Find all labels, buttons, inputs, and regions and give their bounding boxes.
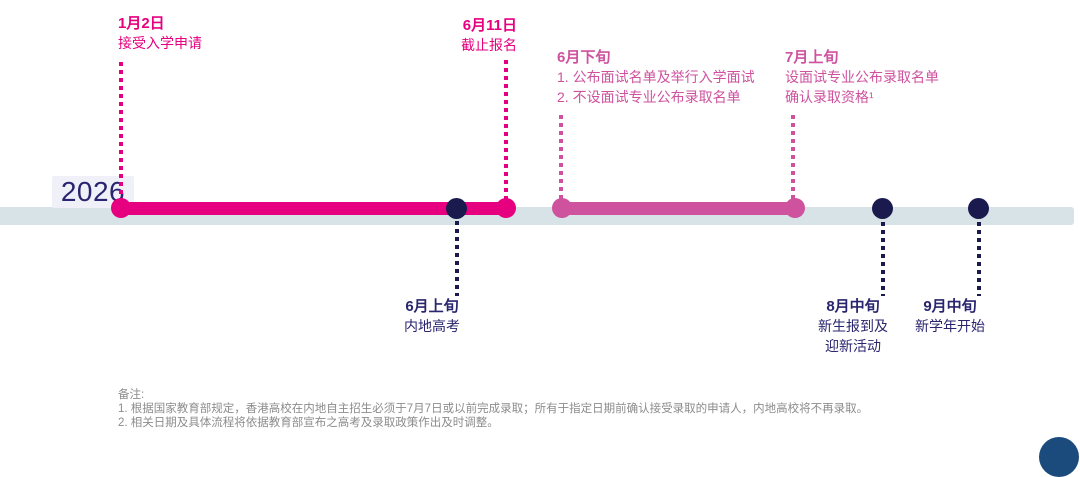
milestone-dot-mid-september xyxy=(968,198,989,219)
event-date: 7月上旬 xyxy=(785,49,839,66)
event-desc: 设面试专业公布录取名单 xyxy=(785,69,939,85)
connector-jan2 xyxy=(119,62,123,199)
footnotes-title: 备注: xyxy=(118,389,145,401)
connector-gaokao xyxy=(455,221,459,296)
connector-mid-august xyxy=(881,222,885,296)
event-desc: 内地高考 xyxy=(404,318,460,334)
connector-mid-september xyxy=(977,222,981,296)
event-label-mid-august: 8月中旬 新生报到及 迎新活动 xyxy=(800,296,906,356)
footnotes: 备注: 1. 根据国家教育部规定，香港高校在内地自主招生必须于7月7日或以前完成… xyxy=(118,388,868,430)
timeline-segment-application-period xyxy=(121,202,506,215)
event-desc: 接受入学申请 xyxy=(118,35,202,51)
event-desc: 截止报名 xyxy=(461,37,517,53)
event-date: 1月2日 xyxy=(118,15,165,32)
milestone-dot-jan2 xyxy=(111,198,131,218)
floating-action-button[interactable] xyxy=(1039,437,1079,477)
event-desc: 1. 公布面试名单及举行入学面试 xyxy=(557,69,755,85)
connector-late-june xyxy=(559,115,563,199)
milestone-dot-gaokao xyxy=(446,198,467,219)
event-desc: 迎新活动 xyxy=(825,337,881,354)
event-date: 6月上旬 xyxy=(405,298,459,315)
event-desc: 新生报到及 xyxy=(818,318,888,334)
event-desc: 2. 不设面试专业公布录取名单 xyxy=(557,88,741,105)
event-label-late-june: 6月下旬 1. 公布面试名单及举行入学面试 2. 不设面试专业公布录取名单 xyxy=(557,47,755,107)
milestone-dot-jun11 xyxy=(496,198,516,218)
event-date: 9月中旬 xyxy=(923,298,977,315)
event-label-mid-september: 9月中旬 新学年开始 xyxy=(897,296,1003,337)
event-label-early-july: 7月上旬 设面试专业公布录取名单 确认录取资格¹ xyxy=(785,47,939,107)
event-desc: 确认录取资格¹ xyxy=(785,88,874,105)
event-date: 6月11日 xyxy=(462,17,517,34)
milestone-dot-mid-august xyxy=(872,198,893,219)
milestone-dot-early-july xyxy=(785,198,805,218)
event-label-gaokao: 6月上旬 内地高考 xyxy=(378,296,486,337)
event-date: 6月下旬 xyxy=(557,49,611,66)
footnote-item: 1. 根据国家教育部规定，香港高校在内地自主招生必须于7月7日或以前完成录取；所… xyxy=(118,403,869,415)
connector-early-july xyxy=(791,115,795,199)
footnote-item: 2. 相关日期及具体流程将依据教育部宣布之高考及录取政策作出及时调整。 xyxy=(118,417,499,429)
timeline-segment-interview-period xyxy=(562,202,795,215)
event-desc: 新学年开始 xyxy=(915,318,985,334)
milestone-dot-late-june xyxy=(552,198,572,218)
event-date: 8月中旬 xyxy=(826,298,880,315)
event-label-jun11: 6月11日 截止报名 xyxy=(417,15,517,56)
connector-jun11 xyxy=(504,60,508,199)
event-label-jan2: 1月2日 接受入学申请 xyxy=(118,13,202,54)
